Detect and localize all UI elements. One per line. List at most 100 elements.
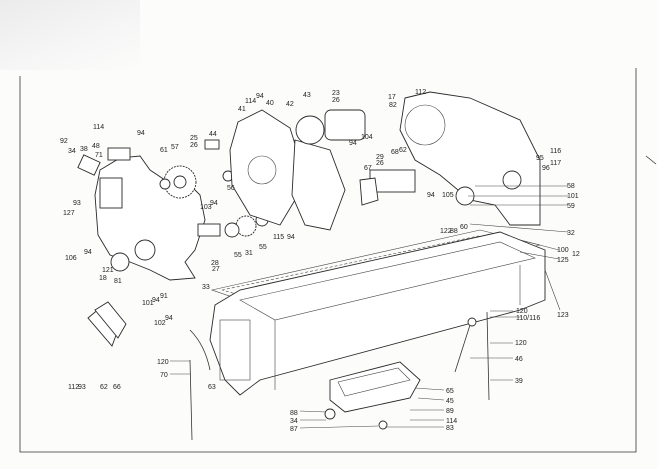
- part-callout-56: 56: [227, 185, 235, 192]
- shaft-44: [204, 139, 220, 150]
- part-callout-88: 88: [450, 228, 458, 235]
- part-callout-33: 33: [202, 284, 210, 291]
- part-callout-25: 25: [190, 135, 198, 142]
- flywheel-housing: [399, 91, 541, 226]
- part-callout-115: 115: [273, 234, 284, 241]
- part-callout-94: 94: [287, 234, 295, 241]
- housing-bore: [404, 104, 446, 146]
- part-callout-58: 58: [567, 183, 575, 190]
- idler-hub: [173, 175, 187, 189]
- part-callout-40: 40: [266, 100, 274, 107]
- cover-48: [107, 147, 131, 161]
- part-callout-63: 63: [208, 384, 216, 391]
- part-callout-62: 62: [399, 147, 407, 154]
- part-callout-34: 34: [290, 418, 298, 425]
- part-callout-123: 123: [557, 312, 569, 319]
- part-callout-17: 17: [388, 94, 396, 101]
- part-callout-83: 83: [446, 425, 454, 432]
- seal-bore: [502, 170, 522, 190]
- rod-70: [189, 359, 193, 441]
- part-callout-120: 120: [516, 308, 528, 315]
- part-callout-46: 46: [515, 356, 523, 363]
- part-callout-94: 94: [349, 140, 357, 147]
- housing-23: [324, 109, 366, 141]
- flange-67: [359, 177, 379, 206]
- part-callout-43: 43: [303, 92, 311, 99]
- part-callout-70: 70: [160, 372, 168, 379]
- part-callout-120: 120: [157, 359, 169, 366]
- part-callout-82: 82: [389, 102, 397, 109]
- part-callout-96: 96: [542, 165, 550, 172]
- gasket-66: [94, 301, 127, 339]
- dipstick-handle: [467, 317, 477, 327]
- part-callout-122: 122: [440, 228, 452, 235]
- leader-lines: [170, 185, 569, 429]
- part-callout-110-116: 110/116: [516, 315, 540, 322]
- block-edges: [274, 265, 521, 390]
- pump-flange: [99, 177, 123, 209]
- page-border: [19, 68, 637, 453]
- part-callout-38: 38: [80, 146, 88, 153]
- part-callout-94: 94: [152, 297, 160, 304]
- part-callout-112: 112: [68, 384, 79, 391]
- part-callout-112: 112: [415, 89, 426, 96]
- part-callout-81: 81: [114, 278, 122, 285]
- part-callout-65: 65: [446, 388, 454, 395]
- part-callout-106: 106: [65, 255, 77, 262]
- part-callout-127: 127: [63, 210, 75, 217]
- part-callout-95: 95: [536, 155, 544, 162]
- part-callout-44: 44: [209, 131, 217, 138]
- part-callout-92: 92: [60, 138, 68, 145]
- part-callout-116: 116: [550, 148, 561, 155]
- part-callout-39: 39: [515, 378, 523, 385]
- part-callout-100: 100: [557, 247, 569, 254]
- part-callout-18: 18: [99, 275, 107, 282]
- part-callout-59: 59: [567, 203, 575, 210]
- part-callout-125: 125: [557, 257, 569, 264]
- cover-38: [77, 154, 101, 176]
- part-callout-105: 105: [442, 192, 454, 199]
- part-callout-120: 120: [515, 340, 527, 347]
- part-callout-93: 93: [78, 384, 86, 391]
- oil-pan-flange: [337, 367, 411, 397]
- part-callout-114: 114: [245, 98, 256, 105]
- cover-bore: [247, 155, 277, 185]
- part-callout-114: 114: [93, 124, 104, 131]
- part-callout-71: 71: [95, 152, 103, 159]
- timing-cover-41: [229, 109, 301, 226]
- part-callout-55: 55: [234, 252, 242, 259]
- part-callout-93: 93: [73, 200, 81, 207]
- part-callout-66: 66: [113, 384, 121, 391]
- part-callout-55: 55: [259, 244, 267, 251]
- part-callout-103: 103: [200, 204, 212, 211]
- washer-61: [159, 178, 171, 190]
- plug-34: [324, 408, 336, 420]
- flange-43: [295, 115, 325, 145]
- part-callout-89: 89: [446, 408, 454, 415]
- block-end-face: [219, 319, 251, 381]
- part-callout-31: 31: [245, 250, 253, 257]
- oil-pan: [329, 361, 421, 413]
- part-callout-87: 87: [290, 426, 298, 433]
- part-callout-94: 94: [256, 93, 264, 100]
- strip-63: [189, 329, 211, 371]
- check-mark: [645, 155, 657, 165]
- part-callout-62: 62: [100, 384, 108, 391]
- part-callout-57: 57: [171, 144, 179, 151]
- part-callout-26: 26: [376, 160, 384, 167]
- part-callout-94: 94: [84, 249, 92, 256]
- bearing-55: [224, 222, 240, 238]
- bolt-39: [486, 311, 490, 401]
- part-callout-101: 101: [142, 300, 154, 307]
- part-callout-45: 45: [446, 398, 454, 405]
- part-callout-104: 104: [361, 134, 373, 141]
- part-callout-94: 94: [210, 200, 218, 207]
- block-deck: [239, 241, 536, 321]
- part-callout-60: 60: [460, 224, 468, 231]
- part-callout-91: 91: [160, 293, 168, 300]
- part-callout-114: 114: [446, 418, 457, 425]
- part-callout-94: 94: [137, 130, 145, 137]
